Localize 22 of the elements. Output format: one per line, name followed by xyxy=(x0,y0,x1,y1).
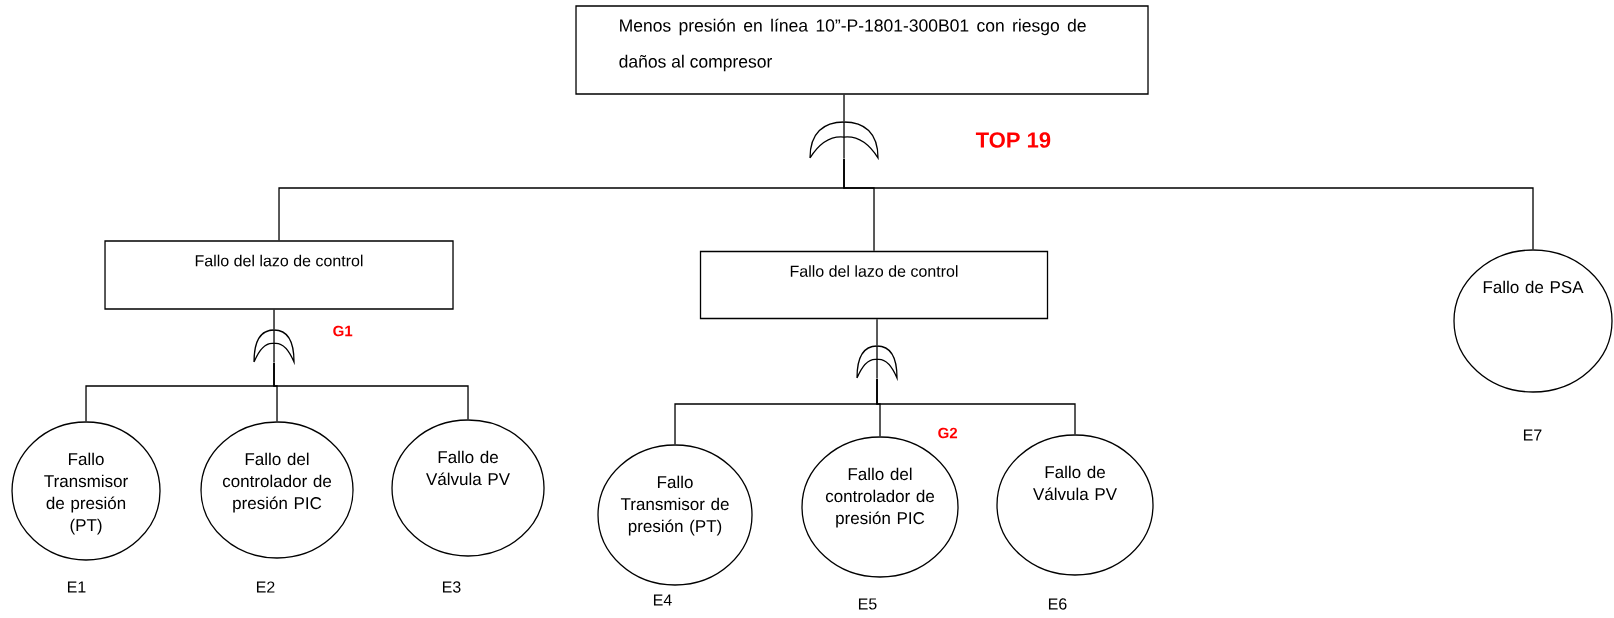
connector-line xyxy=(273,309,275,330)
event-box: Fallo del lazo de control xyxy=(699,250,1049,320)
gate-label: G2 xyxy=(938,427,958,439)
or-gate xyxy=(809,121,879,159)
connector-line xyxy=(843,94,845,122)
event-label: E6 xyxy=(1048,598,1067,610)
event-label: E3 xyxy=(443,581,461,593)
connector-line xyxy=(273,362,469,420)
event-box: Fallo del lazo de control xyxy=(104,240,454,310)
event-box: Menos presión en línea 10”-P-1801-300B01 con riesgo de daños al compresor xyxy=(575,5,1149,95)
event-label: E2 xyxy=(257,581,275,593)
or-gate xyxy=(253,329,295,363)
event-label: E5 xyxy=(859,598,877,610)
or-gate xyxy=(856,345,898,379)
connector-line xyxy=(843,158,1534,250)
gate-label: G1 xyxy=(333,325,353,337)
event-label: E7 xyxy=(1523,429,1542,441)
gate-label: TOP 19 xyxy=(975,132,1051,148)
connector-line xyxy=(876,378,1076,435)
connector-line xyxy=(876,318,878,346)
event-label: E4 xyxy=(654,594,672,606)
event-label: E1 xyxy=(68,581,86,593)
